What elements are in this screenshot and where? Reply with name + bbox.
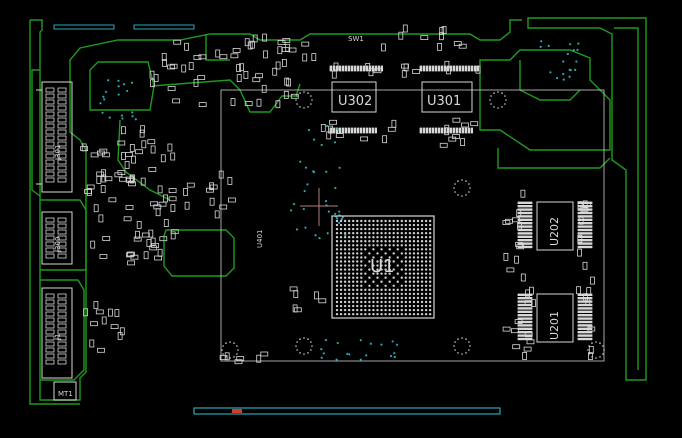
pad-layer (45, 24, 605, 365)
board-outlines (29, 17, 647, 405)
left-connector-j301[interactable] (36, 81, 73, 193)
label-sw1: SW1 (348, 35, 364, 43)
label-u202: U202 (548, 217, 561, 246)
mounting-hole-mt1[interactable] (53, 381, 77, 401)
label-j300: J300 (54, 237, 62, 253)
label-mt1: MT1 (58, 390, 73, 398)
crosshair-cursor-icon (300, 188, 338, 226)
label-u201: U201 (548, 311, 561, 340)
left-connector-j1[interactable] (41, 287, 73, 379)
main-board-outline (220, 89, 605, 362)
label-j1: J1 (54, 333, 62, 341)
label-u1: U1 (370, 256, 395, 277)
label-u401: U401 (256, 230, 264, 248)
label-u302: U302 (338, 94, 372, 109)
ic-u201[interactable] (536, 293, 574, 343)
top-header-strips (53, 24, 195, 30)
ic-u301[interactable] (421, 81, 473, 113)
ic-u302[interactable] (331, 81, 377, 113)
bga-u1[interactable] (331, 215, 435, 319)
left-connector-j300[interactable] (41, 211, 73, 265)
label-j301: J301 (54, 145, 62, 161)
label-u301: U301 (427, 94, 461, 109)
bottom-edge-connector[interactable] (193, 407, 501, 415)
ic-u202[interactable] (536, 201, 574, 251)
